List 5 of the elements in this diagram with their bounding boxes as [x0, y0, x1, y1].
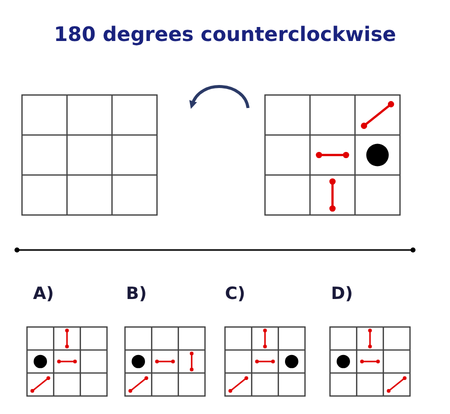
option-label: D): [331, 284, 353, 304]
option-label: B): [126, 284, 147, 304]
title: 180 degrees counterclockwise: [52, 22, 398, 46]
option-label: C): [225, 284, 246, 304]
option-label: A): [33, 284, 54, 304]
